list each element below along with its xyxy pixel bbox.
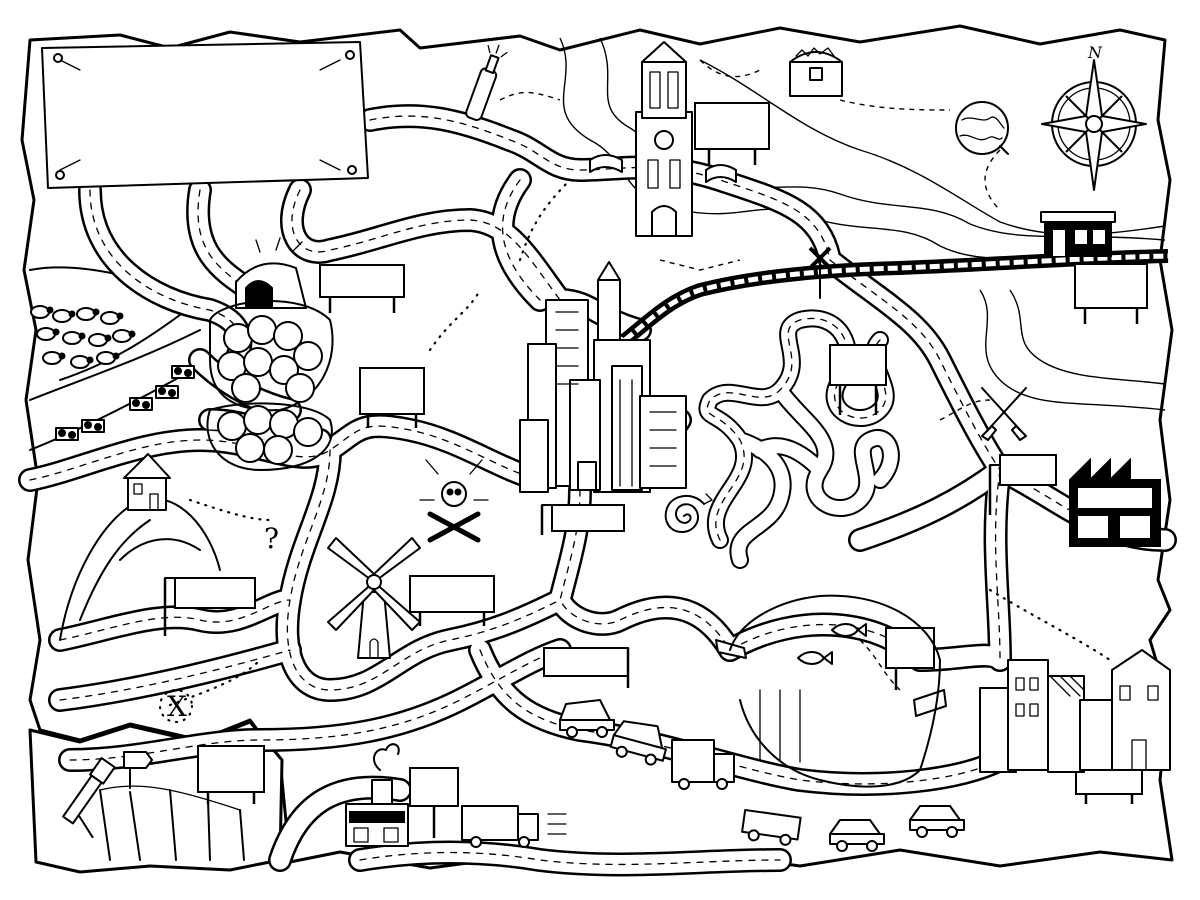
railway-station-icon xyxy=(1040,211,1116,257)
city-skyline-icon[interactable] xyxy=(519,261,687,493)
treasure-chest-icon[interactable] xyxy=(789,47,843,97)
factory-icon[interactable] xyxy=(1069,457,1161,547)
truck-icon[interactable] xyxy=(461,805,567,848)
windmill-icon[interactable] xyxy=(327,537,421,659)
signpost-arrow xyxy=(123,751,153,789)
town-houses-icon[interactable] xyxy=(979,649,1171,773)
car-icon[interactable] xyxy=(829,819,885,852)
sign-tunnel[interactable] xyxy=(319,264,405,313)
message-bottle-icon[interactable] xyxy=(463,42,508,122)
title-sign[interactable] xyxy=(41,41,369,189)
sign-town[interactable] xyxy=(1075,767,1143,804)
x-mark-letter: X xyxy=(167,690,187,723)
car-icon[interactable] xyxy=(609,716,671,768)
car-icon[interactable] xyxy=(559,699,615,738)
forest-icon xyxy=(206,300,334,471)
car-icon[interactable] xyxy=(909,805,965,838)
sheep-icon xyxy=(30,305,136,369)
compass-north-letter: N xyxy=(1087,43,1103,62)
sign-tower[interactable] xyxy=(694,102,770,165)
sign-cars[interactable] xyxy=(543,647,630,688)
fish-icon xyxy=(797,623,867,665)
truck-icon[interactable] xyxy=(671,739,735,790)
globe-icon[interactable] xyxy=(955,101,1009,155)
river xyxy=(559,37,1166,411)
skull-crossbones-icon[interactable] xyxy=(419,459,489,543)
sign-locomotive[interactable] xyxy=(409,767,459,838)
tunnel-icon[interactable] xyxy=(235,237,307,309)
sign-hill[interactable] xyxy=(163,577,256,636)
lake-icon xyxy=(729,594,941,788)
sign-windmill[interactable] xyxy=(409,575,495,626)
sign-maze[interactable] xyxy=(829,344,887,415)
crossed-swords-icon[interactable] xyxy=(981,387,1027,441)
spiral-icon xyxy=(664,493,713,533)
sign-city[interactable] xyxy=(540,504,625,535)
sign-cliff[interactable] xyxy=(197,745,265,804)
trail-paths xyxy=(168,59,1112,707)
railway xyxy=(620,249,1169,346)
sign-lake[interactable] xyxy=(885,627,935,690)
lighthouse-hill-icon[interactable] xyxy=(59,453,221,641)
railroad-crossing-icon xyxy=(808,246,832,299)
cow-icon xyxy=(55,365,195,441)
x-mark[interactable]: X xyxy=(158,688,194,724)
cliff xyxy=(99,785,245,861)
cathedral-tower-icon[interactable] xyxy=(635,41,693,237)
telescope-icon[interactable] xyxy=(61,757,132,839)
maze-icon xyxy=(698,309,900,569)
sign-meadow[interactable] xyxy=(359,367,425,428)
compass-rose-icon: N xyxy=(1041,43,1147,191)
car-icon[interactable] xyxy=(741,808,802,847)
question-mark: ? xyxy=(264,522,279,555)
sign-station[interactable] xyxy=(1074,263,1148,324)
steam-locomotive-icon[interactable] xyxy=(345,743,409,847)
sign-factory[interactable] xyxy=(988,454,1057,515)
